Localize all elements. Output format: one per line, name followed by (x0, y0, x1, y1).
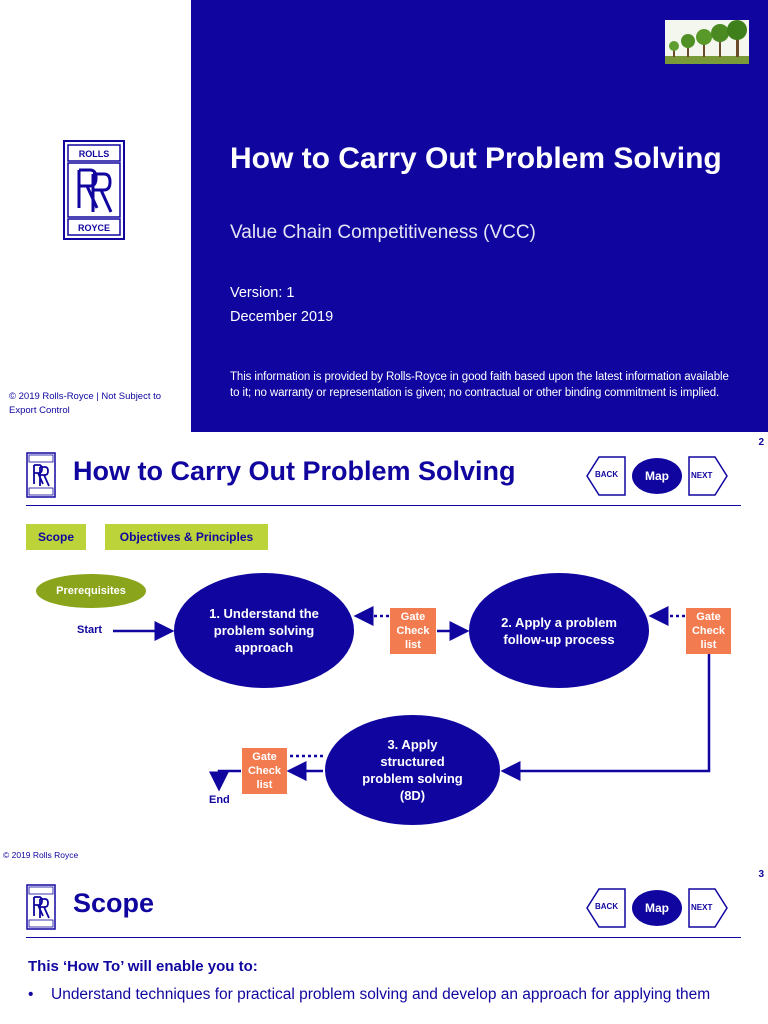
process-map-slide: 2 How to Carry Out Problem Solving BACK … (0, 432, 768, 864)
next-button[interactable] (688, 456, 728, 496)
version-text: Version: 1 (230, 285, 295, 301)
objectives-link[interactable]: Objectives & Principles (105, 524, 268, 550)
date-text: December 2019 (230, 309, 334, 325)
back-button[interactable] (586, 888, 626, 928)
step1-label[interactable]: 1. Understand the problem solving approa… (209, 606, 319, 655)
scope-intro: This ‘How To’ will enable you to: (28, 958, 258, 975)
slide-title: How to Carry Out Problem Solving (73, 456, 516, 486)
step3-ellipse[interactable]: 3. Apply structured problem solving (8D) (325, 715, 500, 825)
trees-image (665, 20, 749, 64)
map-button[interactable]: Map (632, 458, 682, 494)
gate2-to-step3-arrow (500, 654, 711, 781)
gate-label[interactable]: Gate Check list (691, 611, 726, 651)
title-panel (191, 0, 768, 432)
bullet-text: Understand techniques for practical prob… (51, 986, 711, 1003)
copyright-text: © 2019 Rolls Royce (3, 850, 79, 860)
gate-checklist-1[interactable]: Gate Check list (390, 608, 436, 654)
flow-connectors (113, 606, 711, 792)
scope-link[interactable]: Scope (26, 524, 86, 550)
logo-text-rolls: ROLLS (79, 149, 110, 159)
document-subtitle: Value Chain Competitiveness (VCC) (230, 222, 536, 243)
next-label[interactable]: NEXT (691, 471, 713, 480)
bullet-dot: • (28, 986, 34, 1003)
document-title: How to Carry Out Problem Solving (230, 142, 722, 175)
back-label[interactable]: BACK (595, 470, 619, 479)
end-label: End (209, 794, 230, 806)
step1-ellipse[interactable]: 1. Understand the problem solving approa… (174, 573, 354, 688)
gate-checklist-2[interactable]: Gate Check list (686, 608, 731, 654)
header-divider (26, 937, 741, 938)
list-item: • Understand techniques for practical pr… (28, 985, 728, 1004)
slide-title: Scope (73, 888, 155, 918)
next-button[interactable] (688, 888, 728, 928)
rolls-royce-logo (26, 884, 56, 930)
page-number: 2 (758, 437, 764, 448)
disclaimer-text: This information is provided by Rolls-Ro… (230, 371, 729, 399)
title-slide: ROLLS ROYCE How to Carry Out Problem Sol… (0, 0, 768, 432)
scope-slide: 3 Scope BACK Map NEXT This ‘How To’ will… (0, 864, 768, 1024)
next-label[interactable]: NEXT (691, 903, 713, 912)
back-button[interactable] (586, 456, 626, 496)
step2-ellipse[interactable]: 2. Apply a problem follow-up process (469, 573, 649, 688)
rolls-royce-logo: ROLLS ROYCE (63, 140, 125, 240)
step3-label[interactable]: 3. Apply structured problem solving (8D) (362, 737, 463, 803)
page-number: 3 (758, 869, 764, 880)
step2-label[interactable]: 2. Apply a problem follow-up process (501, 614, 617, 647)
map-button[interactable]: Map (632, 890, 682, 926)
gate-checklist-3[interactable]: Gate Check list (242, 748, 287, 794)
gate-label[interactable]: Gate Check list (247, 751, 282, 791)
gate-label[interactable]: Gate Check list (396, 611, 430, 651)
header-divider (26, 505, 741, 506)
prerequisites-link[interactable]: Prerequisites (36, 574, 146, 608)
back-label[interactable]: BACK (595, 902, 619, 911)
rolls-royce-logo (26, 452, 56, 498)
gate3-to-end-arrow (209, 769, 241, 792)
start-label: Start (77, 624, 103, 636)
copyright-text: © 2019 Rolls-Royce | Not Subject to Expo… (9, 391, 162, 416)
logo-text-royce: ROYCE (78, 223, 110, 233)
